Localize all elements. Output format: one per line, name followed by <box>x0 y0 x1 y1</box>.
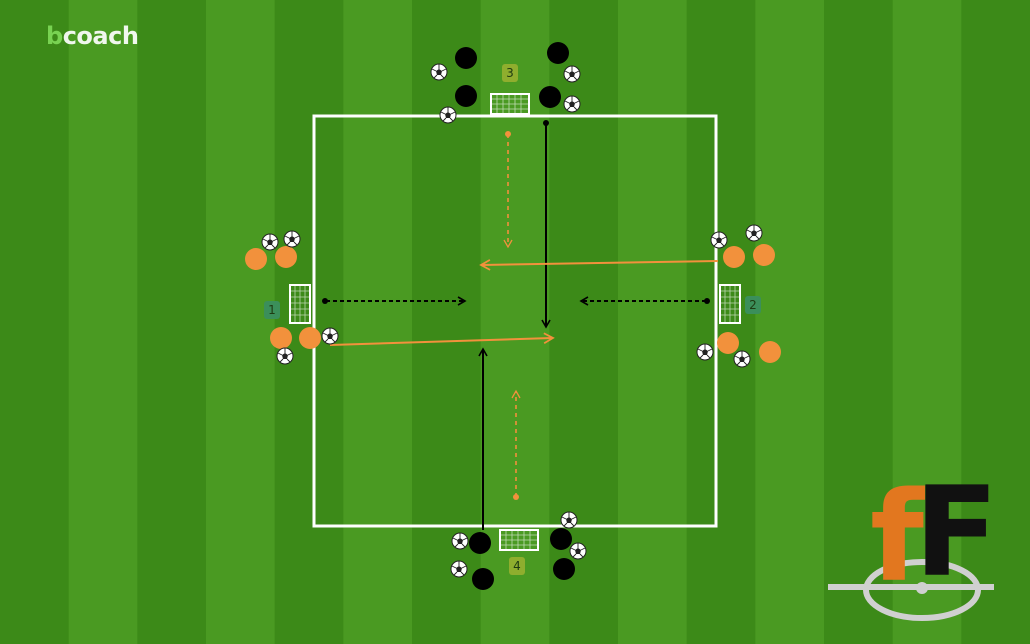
ball-icon <box>261 233 279 251</box>
ball-icon <box>563 65 581 83</box>
arrow-icon <box>329 332 555 346</box>
ball-icon <box>321 327 339 345</box>
ball-icon <box>733 350 751 368</box>
player-icon <box>455 47 477 69</box>
ball-icon <box>430 63 448 81</box>
ball-icon <box>276 347 294 365</box>
grass-stripe <box>0 0 70 644</box>
player-icon <box>759 341 781 363</box>
goal-left <box>289 284 311 324</box>
player-icon <box>270 327 292 349</box>
ball-icon <box>563 95 581 113</box>
logo-letter-F: F <box>914 462 996 605</box>
grass-stripe <box>824 0 894 644</box>
brand-logo: bcoach <box>46 22 139 50</box>
player-icon <box>472 568 494 590</box>
grass-stripe <box>68 0 138 644</box>
grass-stripe <box>961 0 1030 644</box>
ball-icon <box>450 560 468 578</box>
player-icon <box>547 42 569 64</box>
grass-stripe <box>343 0 413 644</box>
player-icon <box>539 86 561 108</box>
player-icon <box>299 327 321 349</box>
player-icon <box>717 332 739 354</box>
player-icon <box>723 246 745 268</box>
ball-icon <box>560 511 578 529</box>
centre-circle-icon <box>828 559 994 621</box>
ball-icon <box>283 230 301 248</box>
goal-label-2: 2 <box>745 296 761 314</box>
ball-icon <box>569 542 587 560</box>
goal-right <box>719 284 741 324</box>
ball-icon <box>696 343 714 361</box>
player-icon <box>553 558 575 580</box>
goal-label-3: 3 <box>502 64 518 82</box>
goal-top <box>490 93 530 115</box>
logo-letter-f: f <box>870 466 926 610</box>
goal-bottom <box>499 529 539 551</box>
player-icon <box>245 248 267 270</box>
ff-logo: f F <box>828 462 996 621</box>
goal-label-1: 1 <box>264 301 280 319</box>
ball-icon <box>745 224 763 242</box>
field-boundary <box>312 114 718 528</box>
arrow-icon <box>479 259 719 271</box>
ball-icon <box>439 106 457 124</box>
ball-icon <box>451 532 469 550</box>
grass-stripe <box>892 0 962 644</box>
player-icon <box>550 528 572 550</box>
arrows <box>322 120 719 530</box>
player-icon <box>469 532 491 554</box>
grass-stripe <box>206 0 276 644</box>
ball-icon <box>710 231 728 249</box>
grass-stripe <box>755 0 825 644</box>
grass-stripe <box>618 0 688 644</box>
player-icon <box>275 246 297 268</box>
players <box>245 42 781 590</box>
grass-stripe <box>137 0 207 644</box>
goal-label-4: 4 <box>509 557 525 575</box>
player-icon <box>753 244 775 266</box>
player-icon <box>455 85 477 107</box>
